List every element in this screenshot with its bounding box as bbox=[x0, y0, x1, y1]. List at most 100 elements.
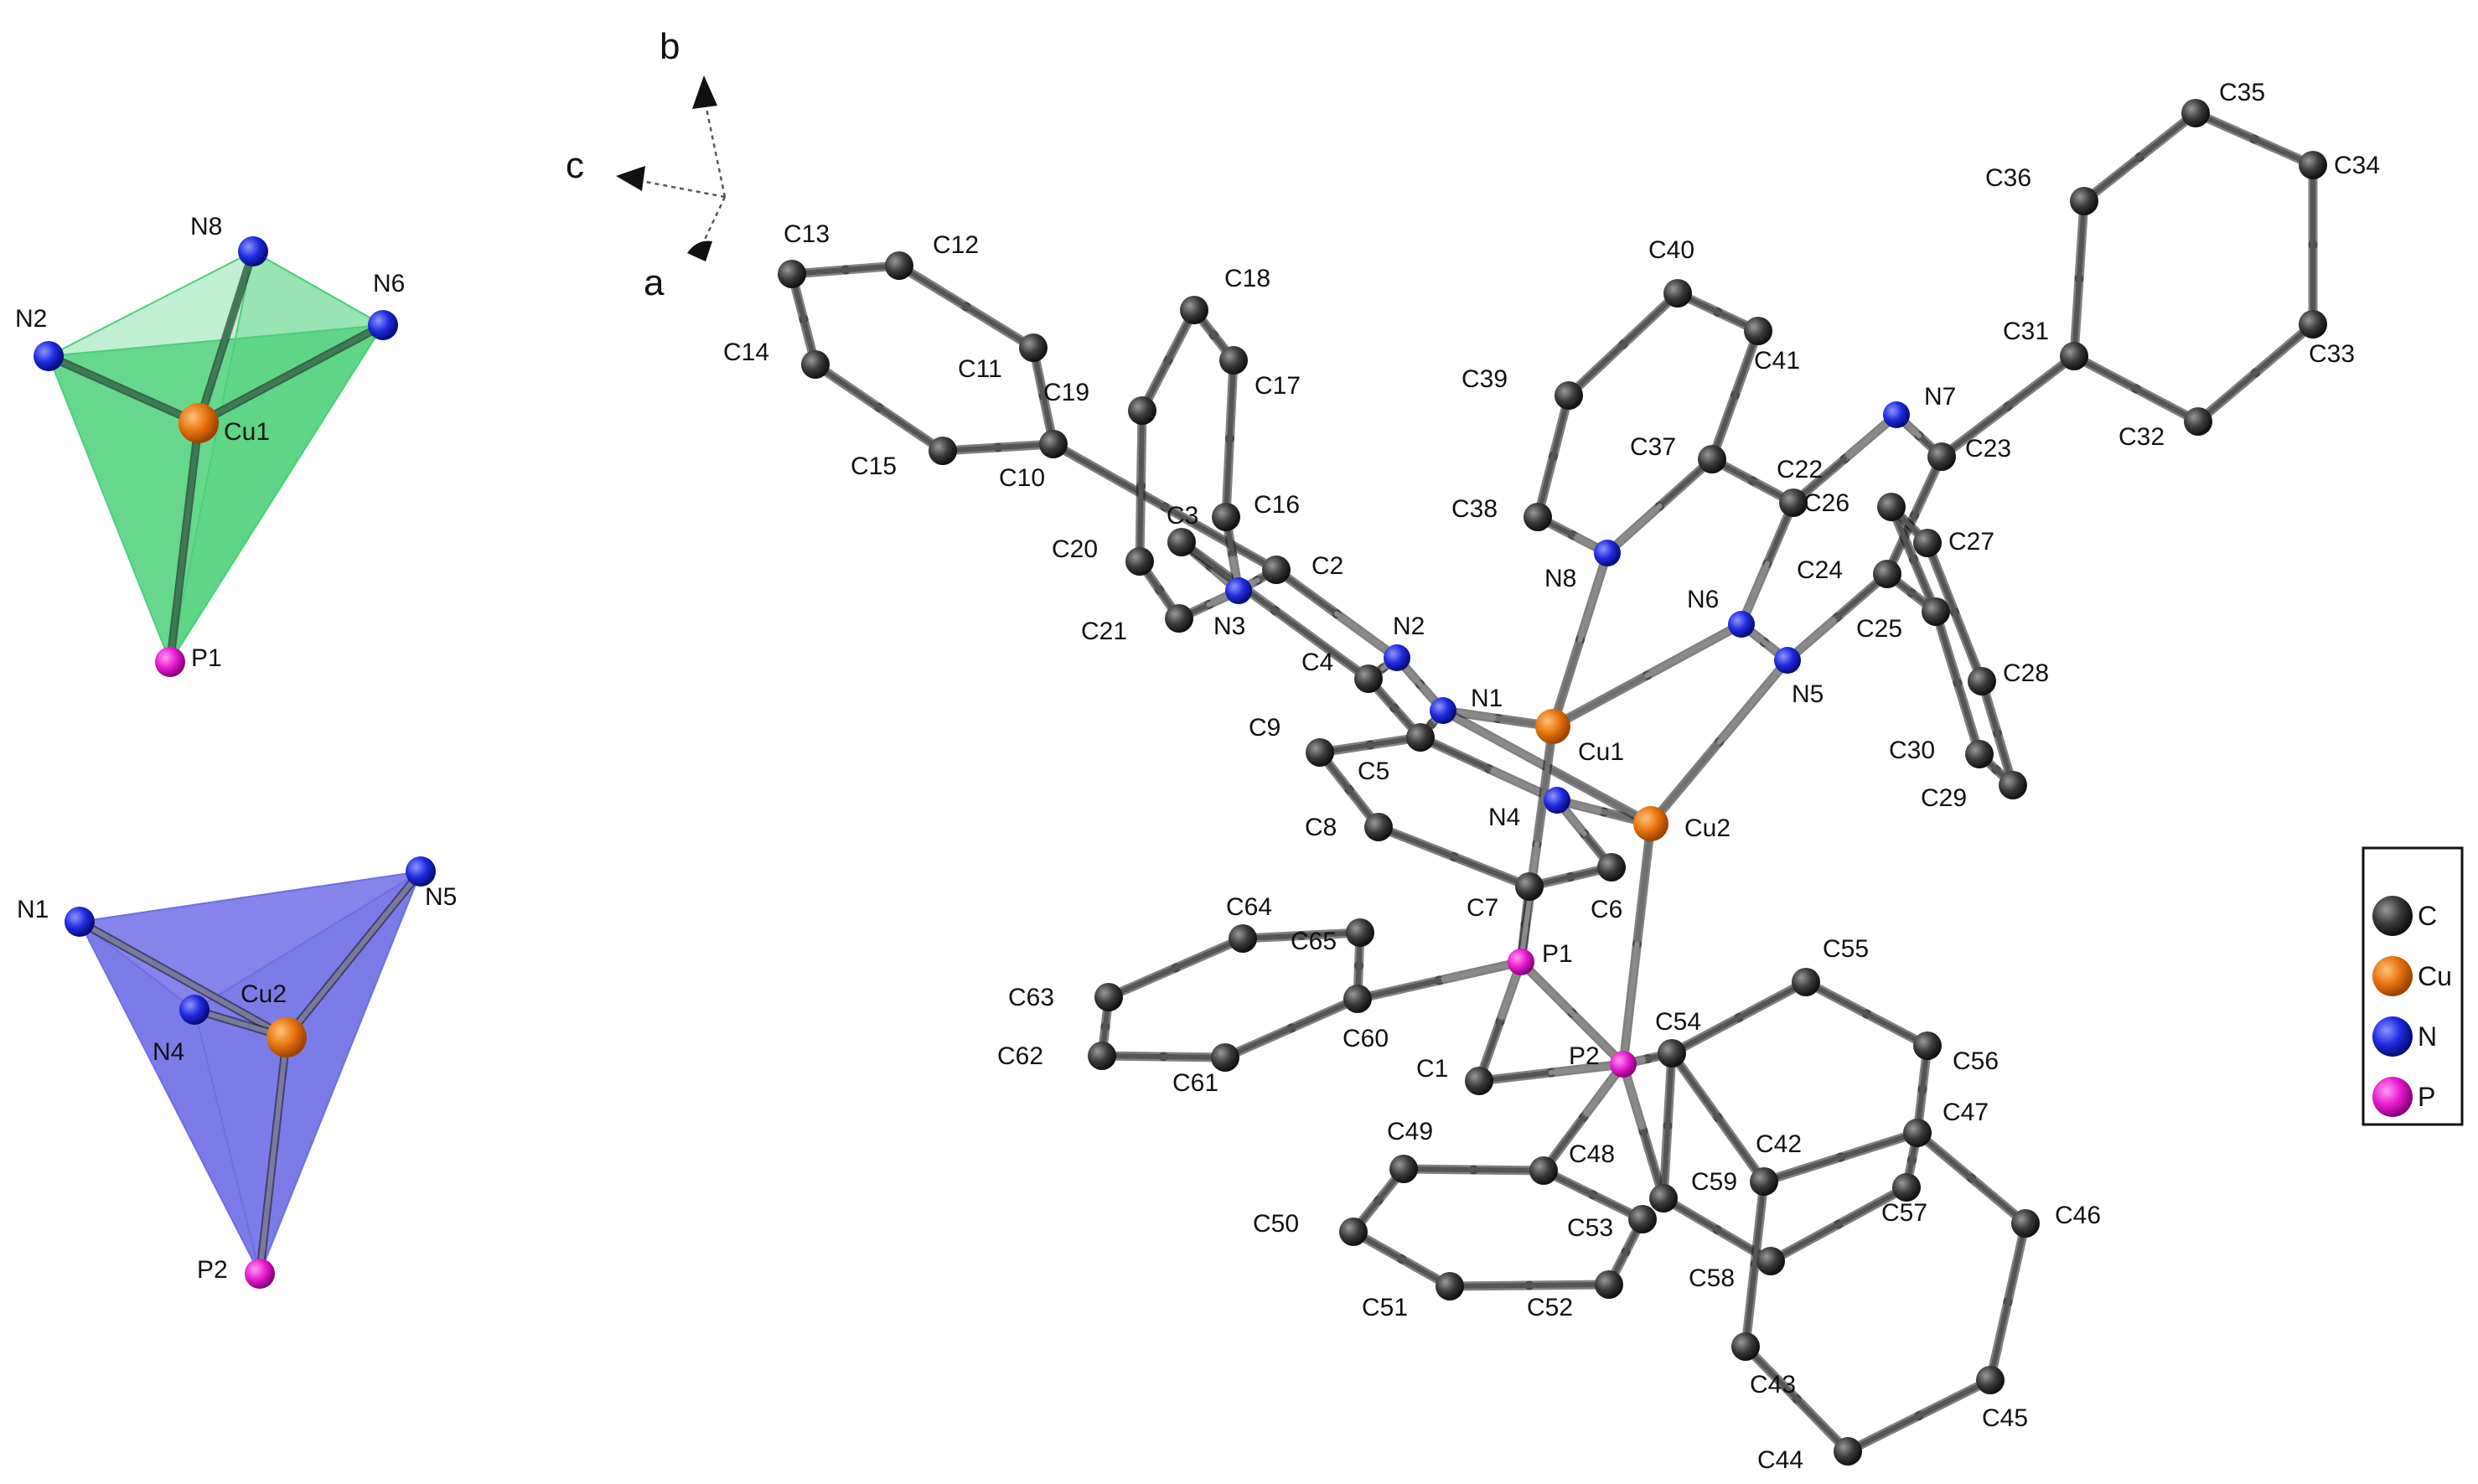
legend-label-cu: Cu bbox=[2418, 961, 2452, 991]
atom-c61 bbox=[1211, 1043, 1239, 1072]
atom-n2 bbox=[1384, 644, 1410, 671]
atom-label-c50: C50 bbox=[1253, 1210, 1299, 1238]
atom-c9 bbox=[1306, 738, 1334, 767]
bond-Cu1-N6-half-a bbox=[1550, 673, 1650, 729]
atom-label-c10: C10 bbox=[999, 464, 1045, 492]
bond-Cu1-N8-half-b bbox=[1577, 551, 1610, 643]
axis-c-label: c bbox=[566, 145, 584, 186]
cu2-tetrahedron-atom-p2 bbox=[245, 1259, 275, 1289]
atom-label-c30: C30 bbox=[1889, 737, 1935, 764]
legend-swatch-cu bbox=[2372, 956, 2413, 996]
atom-label-c2: C2 bbox=[1311, 552, 1343, 580]
atom-label-c61: C61 bbox=[1172, 1069, 1218, 1097]
cu1-tetrahedron-bond-Cu1-N6 bbox=[196, 323, 385, 426]
cu1-tetrahedron-label-n8: N8 bbox=[190, 213, 222, 240]
bond-C10-C2-half-a bbox=[1051, 442, 1167, 509]
atom-c63 bbox=[1094, 983, 1123, 1011]
bond-N1-Cu2-half-b bbox=[1544, 764, 1653, 826]
atom-label-c54: C54 bbox=[1655, 1008, 1701, 1036]
atom-c53 bbox=[1628, 1205, 1657, 1233]
atom-c58 bbox=[1756, 1247, 1785, 1275]
atom-label-c1: C1 bbox=[1416, 1055, 1448, 1083]
atom-label-c48: C48 bbox=[1569, 1140, 1615, 1168]
atom-label-c14: C14 bbox=[723, 339, 769, 366]
atom-label-n8: N8 bbox=[1544, 565, 1576, 592]
atom-c49 bbox=[1389, 1155, 1418, 1183]
atom-label-c24: C24 bbox=[1797, 556, 1843, 584]
atom-label-c58: C58 bbox=[1689, 1264, 1735, 1292]
atom-n3 bbox=[1225, 577, 1252, 604]
atom-c46 bbox=[2011, 1209, 2040, 1238]
atom-c45 bbox=[1976, 1366, 2005, 1394]
atom-c43 bbox=[1731, 1332, 1760, 1361]
atom-c19 bbox=[1128, 396, 1156, 425]
cu2-tetrahedron-atom-n1 bbox=[65, 907, 95, 937]
atom-label-c8: C8 bbox=[1305, 814, 1337, 841]
atom-c24 bbox=[1873, 560, 1901, 588]
axis-a-label: a bbox=[644, 262, 665, 303]
cu1-tetrahedron-atom-n8 bbox=[238, 236, 268, 266]
atom-c59 bbox=[1649, 1184, 1678, 1213]
atom-c31 bbox=[2060, 342, 2088, 370]
atom-c38 bbox=[1524, 503, 1552, 531]
axis-a-line bbox=[701, 196, 727, 246]
atom-n6 bbox=[1728, 611, 1755, 638]
atom-c39 bbox=[1555, 381, 1583, 410]
atom-label-p2: P2 bbox=[1569, 1042, 1600, 1070]
atom-c60 bbox=[1343, 985, 1372, 1013]
atom-c20 bbox=[1125, 547, 1154, 576]
atom-c65 bbox=[1346, 918, 1374, 947]
cu2-tetrahedron-bond-Cu2-N5 bbox=[284, 869, 423, 1040]
axis-b-label: b bbox=[660, 26, 680, 67]
atom-label-c64: C64 bbox=[1226, 893, 1272, 921]
atom-c41 bbox=[1744, 317, 1772, 345]
atom-label-c42: C42 bbox=[1756, 1130, 1802, 1158]
atom-label-c9: C9 bbox=[1249, 714, 1280, 742]
cu2-tetrahedron-atom-n4 bbox=[179, 995, 210, 1025]
axis-c-arrowhead bbox=[616, 166, 645, 191]
bond-Cu1-P1-half-b bbox=[1518, 841, 1539, 964]
atom-label-p1: P1 bbox=[1542, 940, 1573, 968]
cu2-tetrahedron-label-cu2: Cu2 bbox=[241, 980, 287, 1008]
cu1-tetrahedron-atom-p1 bbox=[155, 647, 185, 677]
atom-c57 bbox=[1892, 1173, 1921, 1202]
bond-Cu2-P2-half-b bbox=[1621, 941, 1640, 1067]
atom-label-c19: C19 bbox=[1043, 379, 1089, 406]
atom-label-c22: C22 bbox=[1777, 456, 1823, 483]
atom-c29 bbox=[1999, 771, 2027, 799]
atom-label-n4: N4 bbox=[1488, 804, 1520, 831]
atom-n4 bbox=[1544, 787, 1570, 814]
cu2-tetrahedron-face-2 bbox=[193, 869, 423, 1277]
atom-c47 bbox=[1903, 1119, 1932, 1147]
axis-c-line bbox=[636, 178, 726, 199]
cu2-tetrahedron-label-p2: P2 bbox=[197, 1256, 228, 1284]
bond-P1-C60-half-a bbox=[1436, 959, 1524, 983]
atom-label-c5: C5 bbox=[1358, 758, 1389, 785]
atom-c30 bbox=[1965, 740, 1994, 768]
cu2-tetrahedron-bond-Cu2-P2 bbox=[257, 1035, 289, 1276]
atom-label-c35: C35 bbox=[2219, 79, 2265, 106]
bond-C3-C4-half-a bbox=[1179, 540, 1278, 613]
atom-label-c47: C47 bbox=[1943, 1099, 1989, 1126]
atom-c17 bbox=[1219, 346, 1248, 375]
cu2-tetrahedron-label-n5: N5 bbox=[425, 883, 457, 911]
legend-label-n: N bbox=[2418, 1021, 2437, 1052]
cu1-tetrahedron-bond-Cu1-N2 bbox=[46, 354, 201, 426]
atom-label-c60: C60 bbox=[1342, 1025, 1389, 1052]
atom-label-c34: C34 bbox=[2334, 152, 2380, 179]
atom-c28 bbox=[1968, 667, 1996, 695]
atom-label-c6: C6 bbox=[1591, 896, 1622, 923]
bond-Cu1-N6-half-b bbox=[1644, 622, 1744, 678]
atom-c21 bbox=[1165, 604, 1193, 633]
axis-a-arrowhead bbox=[687, 240, 712, 261]
crystal-axes: b c a bbox=[566, 26, 727, 303]
atom-label-c28: C28 bbox=[2003, 659, 2049, 687]
cu1-tetrahedron-bond-Cu1-P1 bbox=[168, 421, 201, 664]
cu2-tetrahedron-label-n1: N1 bbox=[17, 896, 49, 923]
atom-cu2 bbox=[1633, 806, 1668, 841]
legend-swatch-p bbox=[2372, 1077, 2413, 1117]
atom-c14 bbox=[801, 350, 830, 379]
atom-c16 bbox=[1212, 503, 1240, 531]
cu1-tetrahedron-label-cu1: Cu1 bbox=[224, 418, 270, 446]
